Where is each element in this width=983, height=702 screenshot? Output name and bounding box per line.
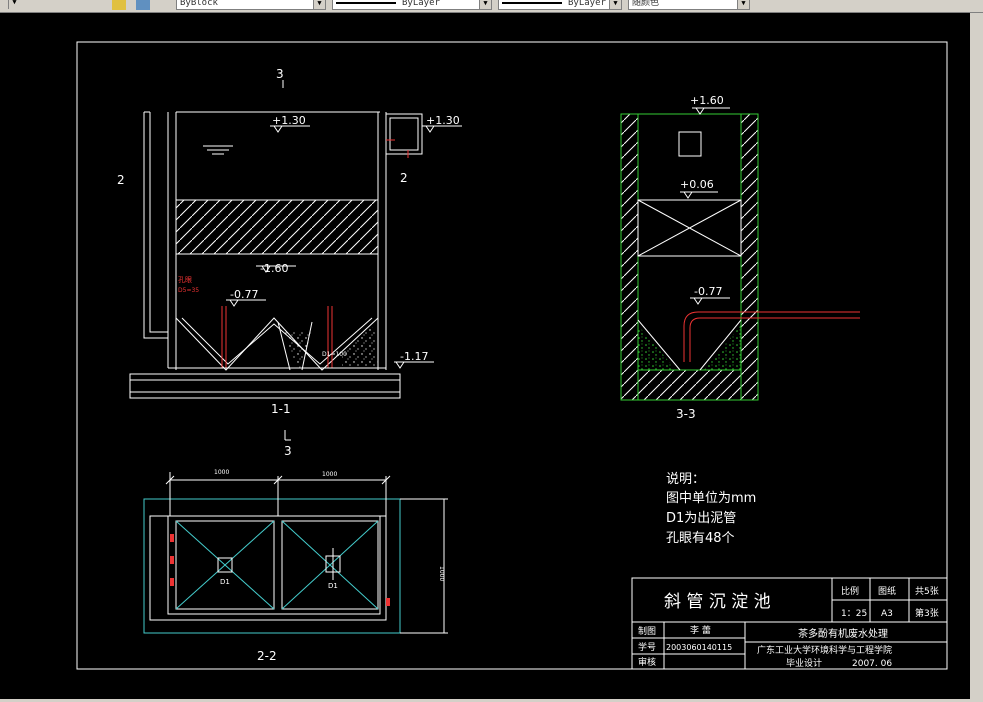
block-select-value: ByBlock bbox=[180, 0, 218, 8]
note-line-d1: D1为出泥管 bbox=[666, 511, 736, 526]
block-select[interactable]: ByBlock ▼ bbox=[176, 0, 326, 10]
drawn-by-label: 制图 bbox=[638, 625, 656, 637]
layer-dropdown-end[interactable]: ▼ bbox=[0, 0, 20, 10]
drawing-frame bbox=[76, 41, 948, 670]
drawing-name: 斜 管 沉 淀 池 bbox=[664, 592, 771, 612]
vertical-scrollbar[interactable] bbox=[970, 13, 983, 702]
note-line-units: 图中单位为mm bbox=[666, 491, 756, 506]
view-title-1-1: 1-1 bbox=[271, 402, 291, 416]
scale-value: 1：25 bbox=[841, 609, 867, 619]
elev-mid: +0.06 bbox=[680, 178, 714, 191]
dim-right: 1000 bbox=[322, 471, 337, 478]
pipe-note: D1=100 bbox=[322, 351, 347, 358]
label-d1-left: D1 bbox=[220, 578, 230, 586]
note-line-holes: 孔眼有48个 bbox=[666, 531, 735, 546]
properties-toolbar: ▼ ByBlock▼ ByLayer▼ ByLayer▼ 随颜色▼ bbox=[0, 0, 983, 13]
labels-1-1: 3 2 2 +1.30 +1.30 -1.60 -0.77 -1.17 孔眼 D… bbox=[117, 67, 460, 458]
design-type: 毕业设计 bbox=[786, 657, 822, 669]
chevron-down-icon[interactable]: ▼ bbox=[479, 0, 491, 9]
student-id-label: 学号 bbox=[638, 641, 656, 653]
sheet-label: 图纸 bbox=[878, 585, 896, 597]
elev-hopper: -0.77 bbox=[230, 288, 258, 301]
notes: 说明： 图中单位为mm D1为出泥管 孔眼有48个 bbox=[666, 472, 756, 546]
chevron-down-icon[interactable]: ▼ bbox=[737, 0, 749, 9]
color-select-value: 随颜色 bbox=[632, 0, 660, 8]
reviewer-label: 审核 bbox=[638, 656, 656, 668]
view-title-3-3: 3-3 bbox=[676, 407, 696, 421]
linetype-select[interactable]: ByLayer ▼ bbox=[332, 0, 492, 10]
section-mark-3-bottom: 3 bbox=[284, 444, 292, 458]
hole-note-2: D5=35 bbox=[178, 287, 199, 294]
horizontal-scrollbar[interactable] bbox=[0, 699, 983, 702]
section-mark-2-right: 2 bbox=[400, 171, 408, 185]
hole-note-1: 孔眼 bbox=[178, 276, 192, 284]
lineweight-sample bbox=[502, 1, 562, 4]
section-view-3-3 bbox=[620, 107, 860, 401]
school-name: 广东工业大学环境科学与工程学院 bbox=[757, 644, 892, 656]
chevron-down-icon[interactable]: ▼ bbox=[313, 0, 325, 9]
sheet-total: 共5张 bbox=[915, 586, 939, 597]
dim-left: 1000 bbox=[214, 469, 229, 476]
drawn-by: 李 蕾 bbox=[690, 624, 711, 636]
elev-outlet: +1.30 bbox=[426, 114, 460, 127]
elev-top: +1.60 bbox=[690, 94, 724, 107]
elev-low: -0.77 bbox=[694, 285, 722, 298]
linetype-select-value: ByLayer bbox=[402, 0, 440, 8]
layer-stack-icon[interactable] bbox=[136, 0, 150, 10]
linetype-sample bbox=[336, 1, 396, 4]
elev-water-level: +1.30 bbox=[272, 114, 306, 127]
design-date: 2007. 06 bbox=[852, 659, 892, 669]
chevron-down-icon[interactable]: ▼ bbox=[609, 0, 621, 9]
elev-bottom: -1.17 bbox=[400, 350, 428, 363]
project-name: 茶多酚有机废水处理 bbox=[798, 627, 888, 640]
elev-tube-bottom: -1.60 bbox=[260, 262, 288, 275]
title-block-text: 斜 管 沉 淀 池 比例 1：25 图纸 A3 共5张 第3张 制图 李 蕾 学… bbox=[638, 585, 939, 669]
section-mark-2-left: 2 bbox=[117, 173, 125, 187]
drawing-canvas[interactable]: 3 2 2 +1.30 +1.30 -1.60 -0.77 -1.17 孔眼 D… bbox=[0, 13, 970, 699]
labels-2-2: 1000 1000 1000 D1 D1 2-2 bbox=[214, 469, 445, 663]
label-d1-right: D1 bbox=[328, 582, 338, 590]
color-select[interactable]: 随颜色 ▼ bbox=[628, 0, 750, 10]
labels-3-3: +1.60 +0.06 -0.77 3-3 bbox=[676, 94, 724, 421]
lineweight-select-value: ByLayer bbox=[568, 0, 606, 8]
scale-label: 比例 bbox=[841, 585, 859, 597]
section-view-1-1 bbox=[129, 80, 462, 441]
sheet-number: 第3张 bbox=[915, 607, 939, 619]
layer-state-icon[interactable] bbox=[112, 0, 126, 10]
sheet-value: A3 bbox=[881, 609, 893, 619]
view-title-2-2: 2-2 bbox=[257, 649, 277, 663]
student-id: 2003060140115 bbox=[666, 643, 732, 652]
section-mark-3-top: 3 bbox=[276, 67, 284, 81]
dim-height: 1000 bbox=[438, 566, 445, 581]
title-block bbox=[631, 577, 948, 670]
notes-title: 说明： bbox=[666, 472, 705, 487]
lineweight-select[interactable]: ByLayer▼ bbox=[498, 0, 622, 10]
chevron-down-icon[interactable]: ▼ bbox=[8, 0, 20, 9]
plan-view-2-2 bbox=[143, 472, 448, 634]
